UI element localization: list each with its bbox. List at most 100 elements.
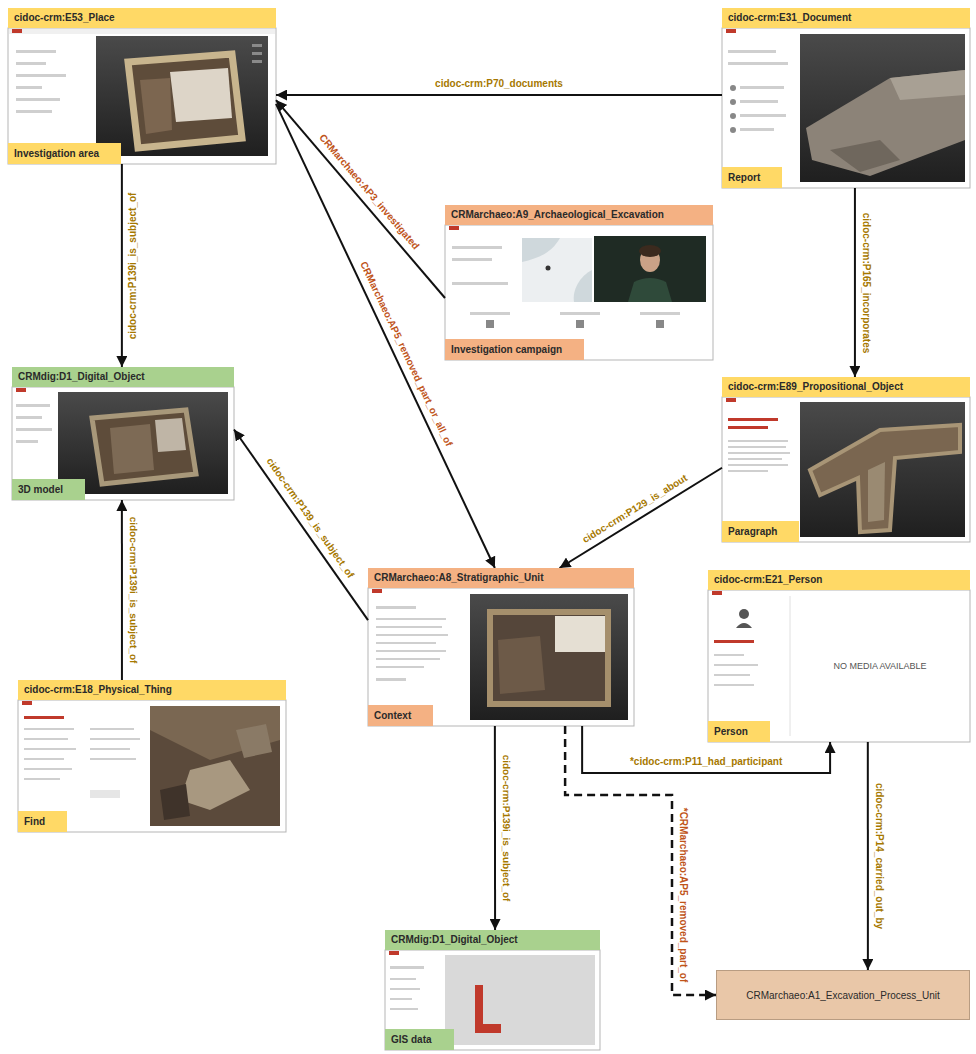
screenshot-person-part — [714, 654, 744, 656]
screenshot-find-part — [24, 768, 72, 770]
relation-arrow — [276, 94, 722, 96]
caption-tag: Find — [18, 811, 67, 832]
caption-tag: Context — [368, 705, 433, 726]
screenshot-document-part — [730, 113, 736, 119]
screenshot-document — [722, 28, 970, 188]
screenshot-find-part — [22, 701, 32, 705]
screenshot-paragraph-part — [722, 397, 970, 542]
screenshot-3d-model-part — [155, 418, 186, 452]
screenshot-gis-part — [390, 1008, 418, 1010]
screenshot-excavation-part — [522, 238, 592, 302]
screenshot-paragraph-part — [728, 470, 768, 472]
caption-tag: Investigation campaign — [445, 339, 584, 360]
screenshot-excavation-part — [576, 320, 584, 328]
screenshot-find-part — [90, 728, 134, 730]
class-label: CRMarchaeo:A8_Stratigraphic_Unit — [368, 568, 634, 588]
screenshot-place-part — [96, 36, 268, 156]
relation-label: cidoc-crm:P70_documents — [433, 78, 565, 90]
class-card: CRMdig:D1_Digital_Object 3D model — [12, 367, 234, 500]
screenshot-place-part — [16, 50, 56, 53]
screenshot-document-part — [730, 127, 736, 133]
screenshot-person-part — [714, 664, 758, 666]
relation-label: cidoc-crm:P129_is_about — [579, 471, 692, 547]
caption-tag: Person — [708, 721, 770, 742]
screenshot-excavation-part — [628, 278, 672, 302]
screenshot-gis-part — [385, 950, 600, 1050]
relation-label: cidoc-crm:P14_carried_out_by — [873, 781, 885, 931]
screenshot-place-part — [252, 44, 262, 47]
screenshot-paragraph-part — [728, 440, 788, 442]
screenshot-person-part — [739, 609, 749, 619]
screenshot-person-part — [714, 674, 750, 676]
relation-label: *CRMarchaeo:AP5_removed_part_of — [677, 806, 689, 985]
class-card: CRMarchaeo:A8_Stratigraphic_UnitContext — [368, 568, 634, 726]
class-card: cidoc-crm:E89_Propositional_ObjectParagr… — [722, 377, 970, 542]
screenshot-paragraph-part — [728, 458, 782, 460]
relation-label: *cidoc-crm:P11_had_participant — [628, 756, 784, 768]
class-card: cidoc-crm:E18_Physical_ThingFind — [18, 680, 286, 832]
screenshot-place-part — [140, 78, 172, 134]
screenshot-excavation-part — [560, 312, 600, 315]
relation-arrow — [234, 430, 368, 621]
relation-arrow — [867, 742, 869, 970]
screenshot-place-part — [252, 52, 262, 55]
screenshot-person-part — [714, 684, 754, 686]
caption-tag: Report — [722, 167, 782, 188]
screenshot-document-part — [728, 62, 788, 65]
screenshot-person-part — [712, 591, 722, 595]
class-label: cidoc-crm:E53_Place — [8, 8, 276, 28]
class-label: CRMdig:D1_Digital_Object — [12, 367, 234, 387]
screenshot-stratigraphic-unit-part — [376, 666, 424, 668]
screenshot-find-part — [90, 748, 130, 750]
screenshot-paragraph-part — [728, 446, 786, 448]
screenshot-find-part — [90, 790, 120, 798]
screenshot-stratigraphic-unit-part — [376, 650, 446, 652]
screenshot-3d-model-part — [92, 410, 196, 484]
screenshot-gis-part — [390, 988, 420, 990]
relation-label: cidoc-crm:P139i_is_subject_of — [127, 515, 139, 666]
screenshot-stratigraphic-unit-part — [376, 618, 446, 620]
screenshot-excavation-part — [452, 282, 508, 285]
screenshot-excavation-part — [445, 225, 713, 360]
screenshot-3d-model — [12, 387, 234, 500]
screenshot-excavation-part — [656, 320, 664, 328]
screenshot-place — [8, 28, 276, 164]
screenshot-paragraph-part — [728, 464, 788, 466]
screenshot-stratigraphic-unit — [368, 588, 634, 726]
screenshot-place-part — [16, 110, 52, 113]
screenshot-3d-model-part — [16, 428, 52, 431]
screenshot-document-part — [890, 70, 965, 100]
screenshot-place-part — [16, 74, 66, 77]
screenshot-paragraph-part — [728, 452, 790, 454]
screenshot-stratigraphic-unit-part — [376, 626, 442, 628]
screenshot-find-part — [24, 778, 60, 780]
caption-tag: 3D model — [12, 479, 85, 500]
relation-arrow — [854, 188, 856, 377]
screenshot-place-part — [252, 60, 262, 63]
screenshot-excavation-part — [574, 270, 592, 302]
class-card: CRMdig:D1_Digital_ObjectGIS data — [385, 930, 600, 1050]
screenshot-excavation-part — [486, 320, 494, 328]
screenshot-stratigraphic-unit-part — [498, 636, 545, 694]
screenshot-excavation-part — [640, 312, 680, 315]
screenshot-excavation-part — [522, 238, 560, 262]
relation-label: cidoc-crm:P165_incorporates — [860, 210, 872, 355]
screenshot-gis-part — [390, 966, 424, 969]
relation-arrow — [582, 726, 830, 773]
screenshot-find-part — [180, 760, 250, 810]
placeholder-text: NO MEDIA AVAILABLE — [833, 661, 926, 672]
screenshot-3d-model-part — [12, 387, 234, 500]
class-card: cidoc-crm:E31_DocumentReport — [722, 8, 970, 188]
screenshot-find-part — [90, 738, 140, 740]
relation-arrow — [276, 104, 495, 568]
screenshot-stratigraphic-unit-part — [376, 606, 416, 609]
screenshot-paragraph-part — [728, 426, 768, 429]
screenshot-place-part — [128, 54, 242, 148]
screenshot-3d-model-part — [110, 424, 154, 474]
screenshot-place-part — [170, 68, 232, 122]
screenshot-find-part — [24, 716, 64, 719]
screenshot-person-part — [714, 640, 754, 643]
screenshot-person-part — [790, 596, 791, 736]
